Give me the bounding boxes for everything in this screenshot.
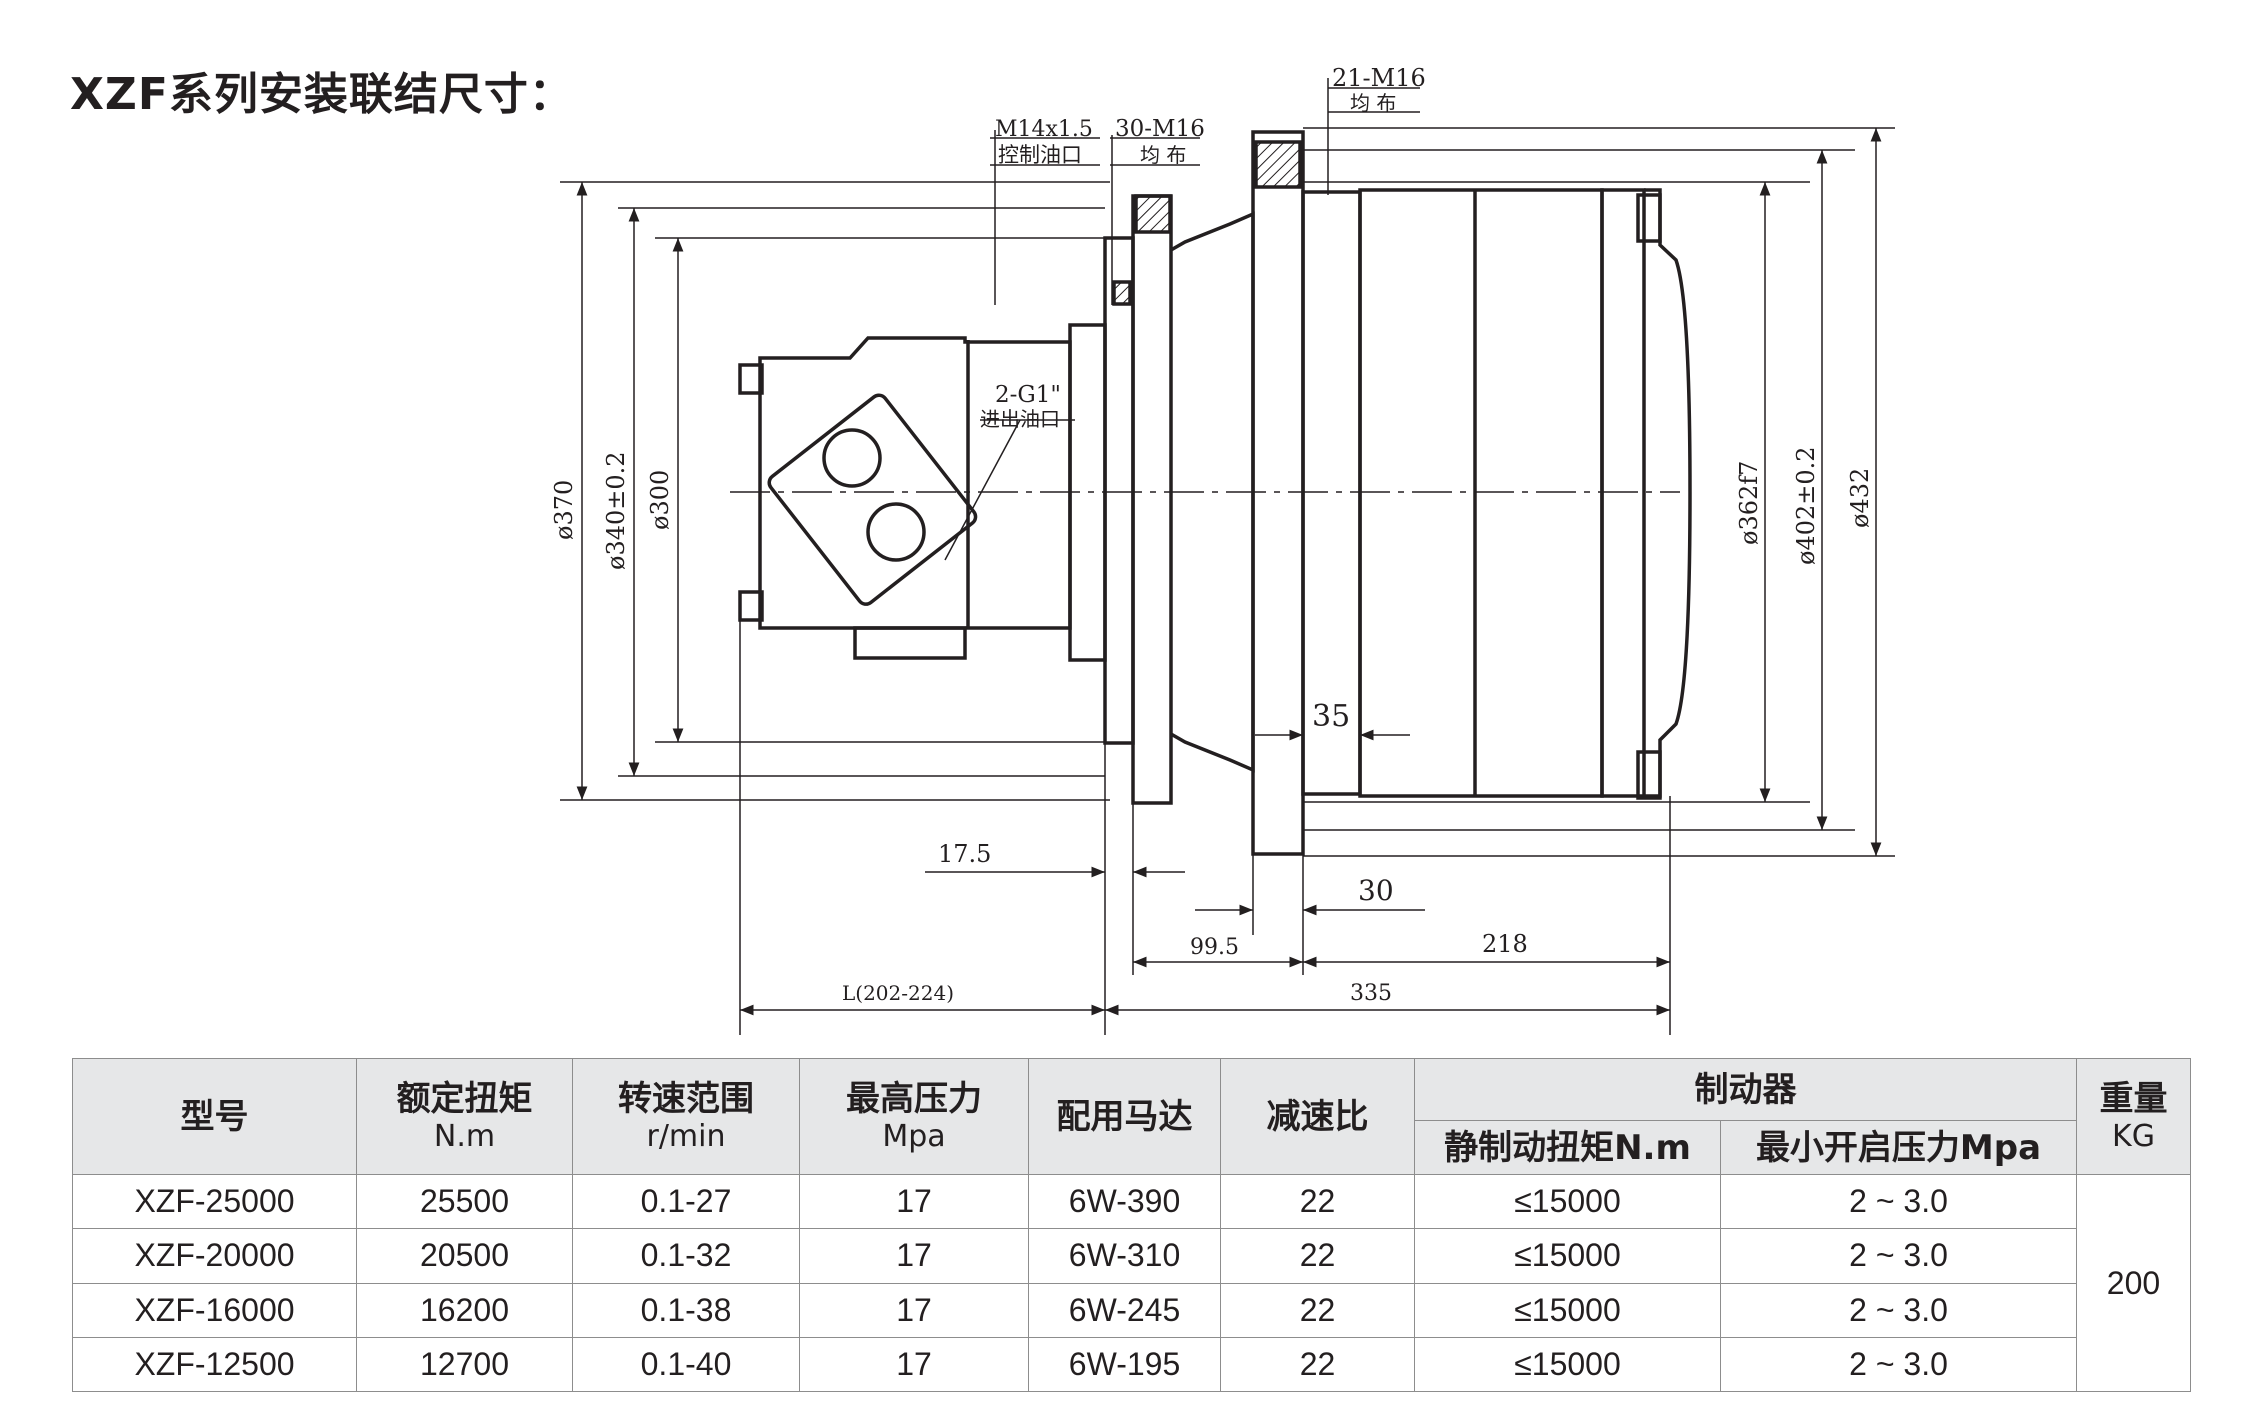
cell-brake-pressure: 2 ~ 3.0 xyxy=(1720,1336,2077,1393)
cell-brake-pressure: 2 ~ 3.0 xyxy=(1720,1173,2077,1230)
cell-model: XZF-12500 xyxy=(72,1336,357,1393)
dim-label-30: 30 xyxy=(1358,874,1394,907)
header-speed-unit: r/min xyxy=(646,1118,726,1154)
dimension-lines xyxy=(576,128,1882,1016)
cell-torque: 20500 xyxy=(356,1228,573,1284)
page-title: XZF系列安装联结尺寸： xyxy=(70,69,574,120)
dim-label-17-5: 17.5 xyxy=(938,840,991,868)
cell-motor: 6W-245 xyxy=(1028,1282,1221,1338)
cell-motor: 6W-310 xyxy=(1028,1228,1221,1284)
header-pressure-unit: Mpa xyxy=(882,1118,946,1154)
cell-brake-torque: ≤15000 xyxy=(1414,1282,1721,1338)
bolt-30-label: 30-M16 xyxy=(1115,116,1205,142)
cell-torque: 25500 xyxy=(356,1173,573,1230)
cell-brake-torque: ≤15000 xyxy=(1414,1173,1721,1230)
table-row: XZF-20000 20500 0.1-32 17 6W-310 22 ≤150… xyxy=(72,1228,2191,1284)
cell-ratio: 22 xyxy=(1220,1336,1415,1393)
dim-label-218: 218 xyxy=(1482,930,1528,958)
installation-drawing: 21-M16 均 布 M14x1.5 控制油口 30-M16 均 布 2-G1"… xyxy=(550,64,1895,1035)
control-port-label: M14x1.5 xyxy=(995,117,1093,142)
cell-motor: 6W-195 xyxy=(1028,1336,1221,1393)
dim-label-d432: ø432 xyxy=(1846,468,1874,528)
cell-ratio: 22 xyxy=(1220,1173,1415,1230)
cell-model: XZF-20000 xyxy=(72,1228,357,1284)
gearbox-outline xyxy=(738,130,1692,856)
cell-speed: 0.1-40 xyxy=(572,1336,800,1393)
dim-label-35: 35 xyxy=(1312,699,1350,734)
table-row: XZF-16000 16200 0.1-38 17 6W-245 22 ≤150… xyxy=(72,1282,2191,1338)
header-weight-unit: KG xyxy=(2112,1118,2155,1154)
bolt-21-note: 均 布 xyxy=(1350,91,1396,115)
cell-model: XZF-16000 xyxy=(72,1282,357,1338)
oil-port-note: 进出油口 xyxy=(980,407,1060,431)
cell-ratio: 22 xyxy=(1220,1228,1415,1284)
table-row: XZF-25000 25500 0.1-27 17 6W-390 22 ≤150… xyxy=(72,1173,2191,1392)
control-port-note: 控制油口 xyxy=(998,143,1082,167)
dim-label-99-5: 99.5 xyxy=(1190,935,1239,960)
header-brake: 制动器 xyxy=(1414,1058,2077,1121)
cell-model: XZF-25000 xyxy=(72,1173,357,1230)
header-brake-torque: 静制动扭矩N.m xyxy=(1414,1120,1721,1175)
cell-torque: 16200 xyxy=(356,1282,573,1338)
table-row: XZF-12500 12700 0.1-40 17 6W-195 22 ≤150… xyxy=(72,1336,2191,1393)
cell-pressure: 17 xyxy=(799,1336,1029,1393)
dim-label-d402: ø402±0.2 xyxy=(1792,446,1820,565)
cell-ratio: 22 xyxy=(1220,1282,1415,1338)
header-brake-pressure: 最小开启压力Mpa xyxy=(1720,1120,2077,1175)
header-ratio: 减速比 xyxy=(1220,1058,1415,1175)
cell-brake-torque: ≤15000 xyxy=(1414,1336,1721,1393)
cell-brake-pressure: 2 ~ 3.0 xyxy=(1720,1228,2077,1284)
bolt-21-label: 21-M16 xyxy=(1332,64,1426,92)
cell-pressure: 17 xyxy=(799,1228,1029,1284)
dim-label-d340: ø340±0.2 xyxy=(602,451,630,570)
bolt-30-note: 均 布 xyxy=(1140,143,1186,167)
cell-speed: 0.1-32 xyxy=(572,1228,800,1284)
cell-torque: 12700 xyxy=(356,1336,573,1393)
header-motor: 配用马达 xyxy=(1028,1058,1221,1175)
cell-weight: 200 xyxy=(2076,1174,2191,1392)
cell-brake-torque: ≤15000 xyxy=(1414,1228,1721,1284)
callout-leaders xyxy=(990,87,1420,166)
oil-port-label: 2-G1" xyxy=(995,382,1061,408)
extension-lines xyxy=(560,78,1895,1035)
cell-brake-pressure: 2 ~ 3.0 xyxy=(1720,1282,2077,1338)
dim-label-d300: ø300 xyxy=(646,470,674,530)
header-torque-unit: N.m xyxy=(433,1118,496,1154)
cell-speed: 0.1-38 xyxy=(572,1282,800,1338)
dim-label-d370: ø370 xyxy=(550,480,578,540)
cell-pressure: 17 xyxy=(799,1282,1029,1338)
dim-label-d362: ø362f7 xyxy=(1735,461,1763,545)
header-model: 型号 xyxy=(72,1058,357,1175)
dim-label-335: 335 xyxy=(1350,981,1392,1006)
cell-motor: 6W-390 xyxy=(1028,1173,1221,1230)
cell-pressure: 17 xyxy=(799,1173,1029,1230)
cell-speed: 0.1-27 xyxy=(572,1173,800,1230)
dim-label-l: L(202-224) xyxy=(842,981,954,1005)
